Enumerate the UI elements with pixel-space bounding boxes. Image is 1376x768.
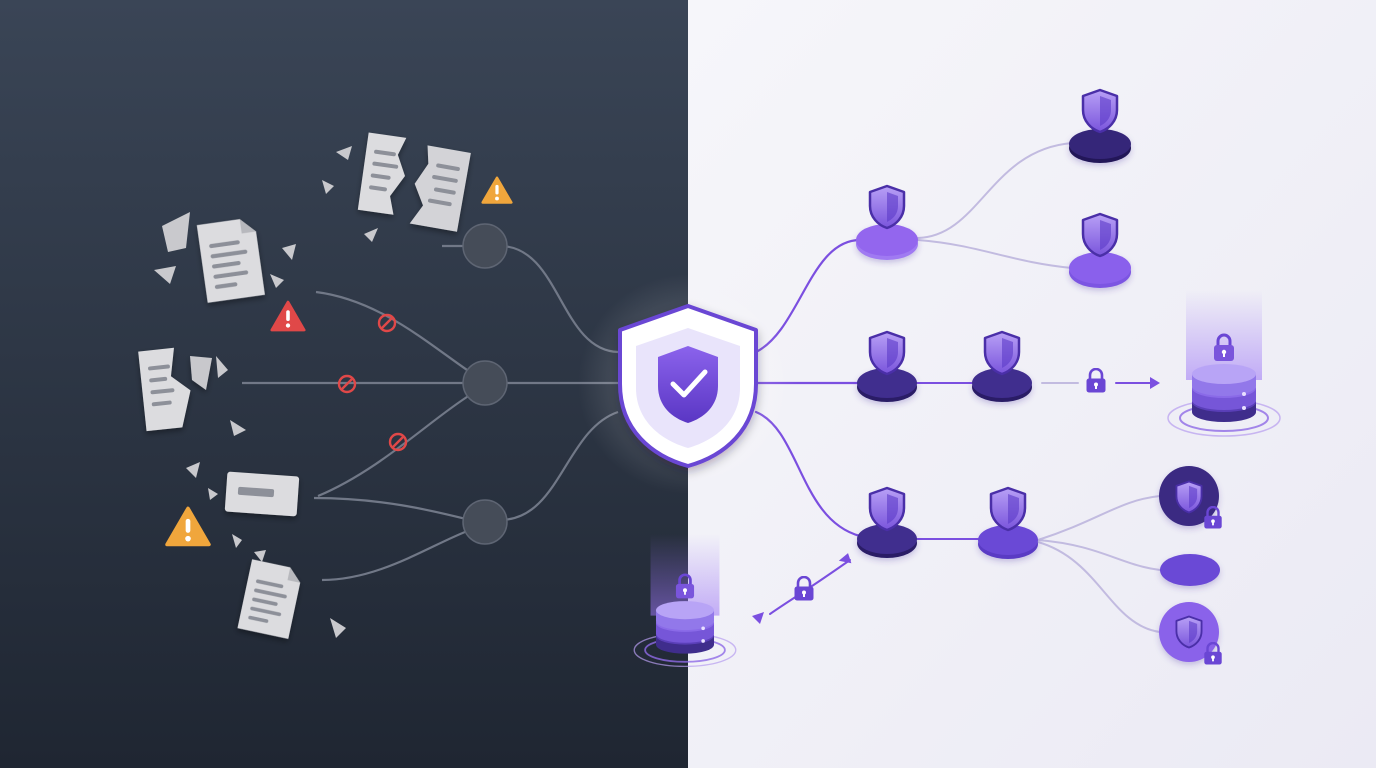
shield-icon bbox=[989, 486, 1027, 532]
shield-icon bbox=[1175, 615, 1203, 649]
protected-node bbox=[857, 524, 917, 558]
hub-node-middle bbox=[462, 360, 508, 406]
shield-icon bbox=[1081, 88, 1119, 134]
shield-icon bbox=[983, 330, 1021, 376]
hub-node-top bbox=[462, 223, 508, 269]
protected-node bbox=[972, 368, 1032, 402]
protected-node bbox=[857, 368, 917, 402]
paper-fragments bbox=[154, 146, 378, 638]
arrowheads bbox=[752, 377, 1160, 624]
protected-node bbox=[1069, 129, 1131, 163]
shield-icon bbox=[1175, 480, 1203, 514]
protected-node bbox=[978, 525, 1038, 559]
shield-icon bbox=[868, 486, 906, 532]
protected-node bbox=[1069, 252, 1131, 288]
protected-node bbox=[856, 224, 918, 260]
hub-node-bottom bbox=[462, 499, 508, 545]
central-shield-check-icon bbox=[578, 274, 798, 494]
document-icon bbox=[224, 471, 300, 517]
protected-endpoint bbox=[1160, 554, 1220, 586]
shield-icon bbox=[868, 184, 906, 230]
shield-icon bbox=[1081, 212, 1119, 258]
broken-document-icon bbox=[138, 347, 212, 432]
broken-document-icon bbox=[357, 132, 471, 232]
shield-icon bbox=[868, 330, 906, 376]
